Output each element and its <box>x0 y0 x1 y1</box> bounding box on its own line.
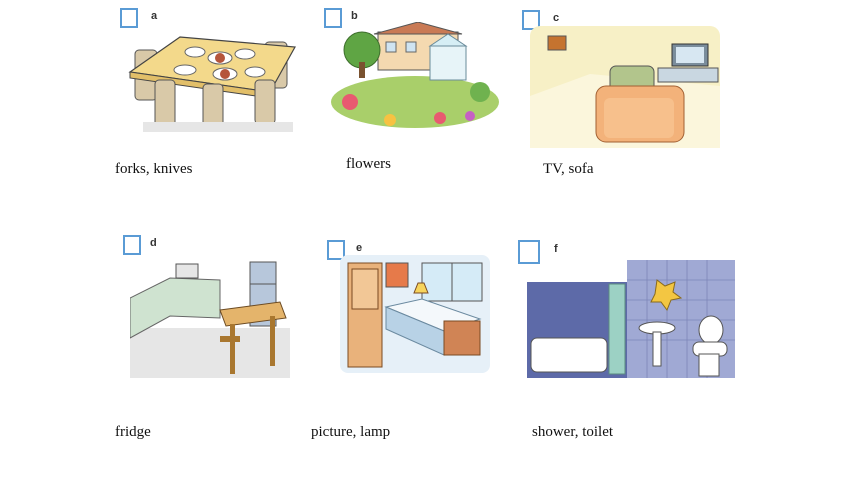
caption-c: TV, sofa <box>543 161 594 177</box>
caption-e: picture, lamp <box>311 424 391 440</box>
checkbox-a[interactable] <box>120 8 138 28</box>
caption-f: shower, toilet <box>532 424 614 440</box>
living-room-scene <box>530 26 720 148</box>
garden-house-scene <box>331 22 499 128</box>
bathroom-scene <box>527 260 735 378</box>
checkbox-c[interactable] <box>522 10 540 30</box>
item-letter-b: b <box>351 10 358 22</box>
kitchen-scene <box>130 261 290 378</box>
item-letter-e: e <box>356 242 363 254</box>
checkbox-d[interactable] <box>123 235 141 255</box>
item-letter-c: c <box>553 12 560 24</box>
bedroom-scene <box>340 255 490 373</box>
checkbox-b[interactable] <box>324 8 342 28</box>
caption-a: forks, knives <box>115 161 193 177</box>
checkbox-e[interactable] <box>327 240 345 260</box>
dining-table-scene <box>128 36 296 132</box>
caption-b: flowers <box>346 156 391 172</box>
item-letter-d: d <box>150 237 157 249</box>
caption-d: fridge <box>115 424 151 440</box>
checkbox-f[interactable] <box>518 240 540 264</box>
item-letter-f: f <box>554 243 558 255</box>
item-letter-a: a <box>151 10 158 22</box>
